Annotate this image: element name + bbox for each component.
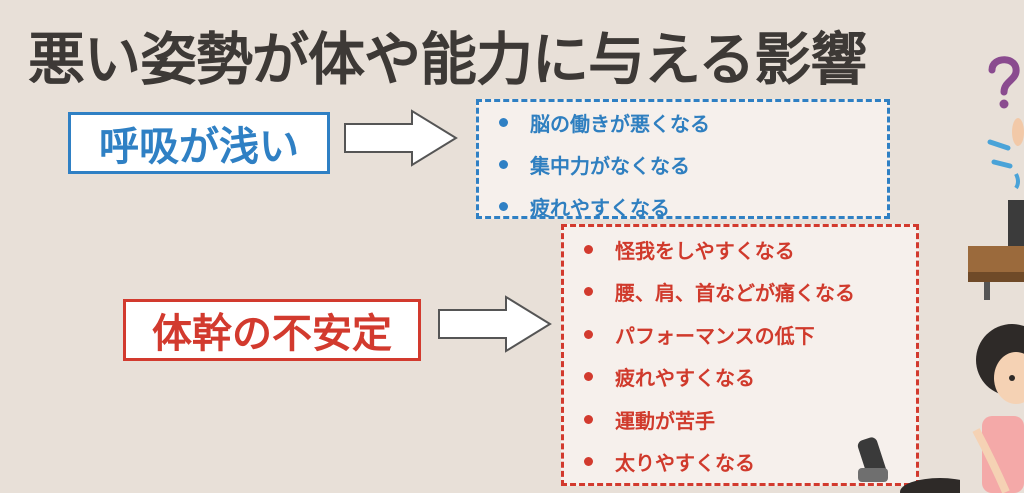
effects-list-breathing: 脳の働きが悪くなる 集中力がなくなる 疲れやすくなる (476, 99, 890, 220)
arrow-right-icon (344, 109, 458, 167)
list-item: 脳の働きが悪くなる (499, 101, 867, 143)
sweat-drops-icon (987, 118, 1024, 190)
list-item: 腰、肩、首などが痛くなる (584, 271, 896, 314)
list-item: パフォーマンスの低下 (584, 313, 896, 356)
bullet-icon (499, 159, 508, 169)
list-item: 集中力がなくなる (499, 143, 867, 185)
bullet-icon (584, 372, 593, 382)
bullet-icon (584, 414, 593, 424)
sitting-person-illustration-icon (857, 437, 960, 493)
bullet-icon (584, 457, 593, 467)
bullet-icon (499, 201, 508, 211)
cause-shallow-breathing: 呼吸が浅い (68, 112, 330, 174)
list-item: 運動が苦手 (584, 398, 896, 441)
list-item: 怪我をしやすくなる (584, 228, 896, 271)
bullet-icon (499, 117, 508, 127)
cause-unstable-core: 体幹の不安定 (123, 299, 421, 361)
slide-title: 悪い姿勢が体や能力に与える影響 (28, 27, 867, 93)
effects-list-core: 怪我をしやすくなる 腰、肩、首などが痛くなる パフォーマンスの低下 疲れやすくな… (561, 224, 919, 486)
list-item: 疲れやすくなる (499, 185, 867, 227)
arrow-right-icon (438, 295, 552, 353)
question-mark-icon (988, 56, 1020, 109)
list-item: 太りやすくなる (584, 441, 896, 484)
desk-illustration-icon (968, 200, 1024, 300)
child-illustration-icon (972, 324, 1024, 493)
bullet-icon (584, 244, 593, 254)
bullet-icon (584, 329, 593, 339)
list-item: 疲れやすくなる (584, 356, 896, 399)
bullet-icon (584, 287, 593, 297)
